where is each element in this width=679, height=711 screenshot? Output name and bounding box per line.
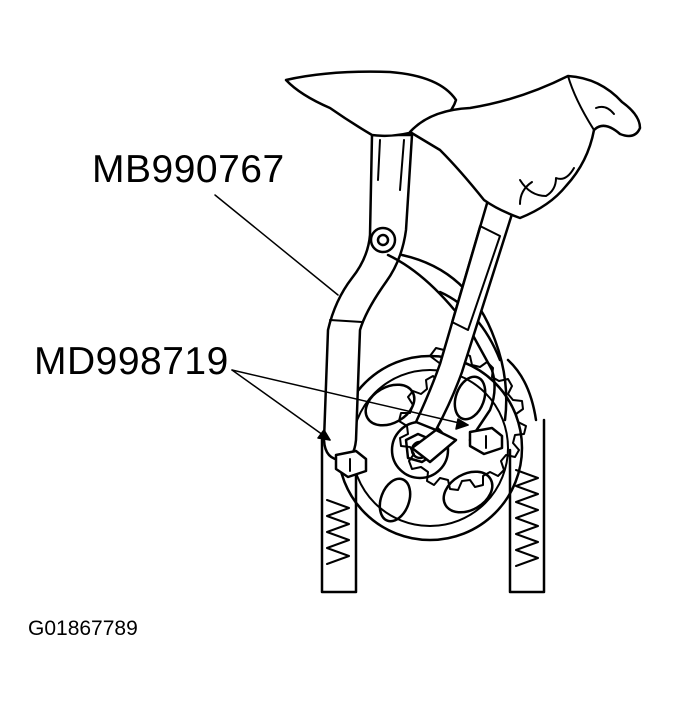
tool-label-mb990767: MB990767 bbox=[92, 148, 285, 191]
camshaft-sprocket bbox=[336, 347, 527, 542]
hand-right bbox=[408, 74, 642, 220]
figure-id: G01867789 bbox=[28, 617, 138, 640]
leader-lines bbox=[214, 194, 469, 441]
timing-belt bbox=[320, 358, 546, 594]
tool-label-md998719: MD998719 bbox=[34, 340, 229, 383]
wrench-handle bbox=[410, 198, 514, 464]
